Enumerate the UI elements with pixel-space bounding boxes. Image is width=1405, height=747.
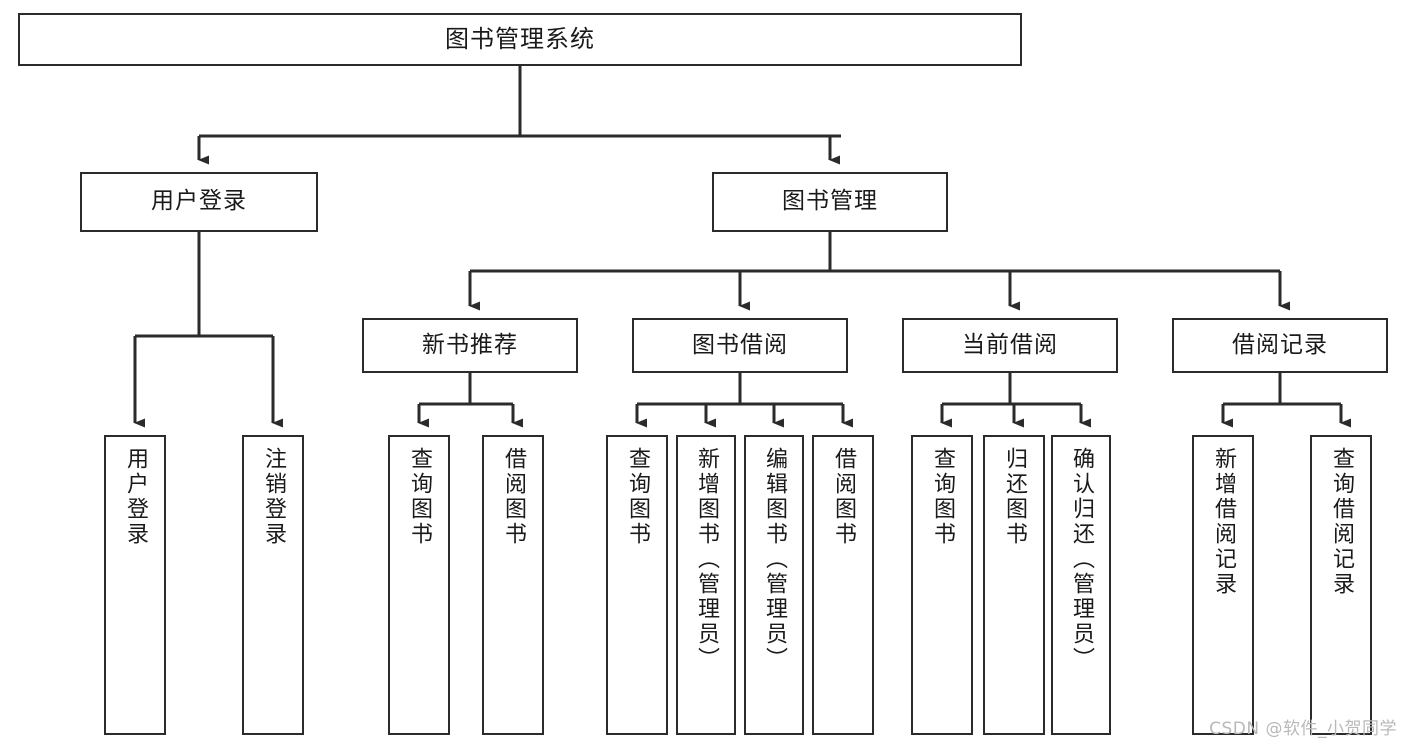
- node-leaf-query-record[interactable]: 查询借阅记录: [1310, 435, 1372, 735]
- node-leaf-add-book-label: 新增图书（管理员）: [693, 447, 719, 672]
- node-root-label: 图书管理系统: [445, 25, 595, 54]
- node-borrow-record[interactable]: 借阅记录: [1172, 318, 1388, 373]
- node-leaf-query-record-label: 查询借阅记录: [1328, 447, 1354, 597]
- node-new-book-recommend-label: 新书推荐: [422, 331, 518, 358]
- node-leaf-return-book-label: 归还图书: [1001, 447, 1027, 547]
- node-leaf-user-login-label: 用户登录: [122, 447, 148, 547]
- node-root[interactable]: 图书管理系统: [18, 13, 1022, 66]
- node-leaf-add-record-label: 新增借阅记录: [1210, 447, 1236, 597]
- node-user-login-label: 用户登录: [151, 188, 247, 215]
- node-book-borrow[interactable]: 图书借阅: [632, 318, 848, 373]
- node-leaf-user-login[interactable]: 用户登录: [104, 435, 166, 735]
- node-leaf-query-book-1[interactable]: 查询图书: [388, 435, 450, 735]
- node-leaf-confirm-return-label: 确认归还（管理员）: [1068, 447, 1094, 672]
- node-borrow-record-label: 借阅记录: [1232, 331, 1328, 358]
- node-leaf-query-book-1-label: 查询图书: [406, 447, 432, 547]
- node-current-borrow[interactable]: 当前借阅: [902, 318, 1118, 373]
- node-book-manage-label: 图书管理: [782, 188, 878, 215]
- node-book-borrow-label: 图书借阅: [692, 331, 788, 358]
- watermark-text: CSDN @软件_小贺同学: [1209, 719, 1397, 739]
- node-leaf-add-book[interactable]: 新增图书（管理员）: [676, 435, 736, 735]
- node-leaf-borrow-book-1-label: 借阅图书: [500, 447, 526, 547]
- node-leaf-add-record[interactable]: 新增借阅记录: [1192, 435, 1254, 735]
- node-leaf-query-book-3-label: 查询图书: [929, 447, 955, 547]
- node-leaf-query-book-2-label: 查询图书: [624, 447, 650, 547]
- node-leaf-confirm-return[interactable]: 确认归还（管理员）: [1051, 435, 1111, 735]
- node-leaf-user-logout[interactable]: 注销登录: [242, 435, 304, 735]
- node-leaf-edit-book[interactable]: 编辑图书（管理员）: [744, 435, 804, 735]
- node-leaf-borrow-book-1[interactable]: 借阅图书: [482, 435, 544, 735]
- node-leaf-borrow-book-2-label: 借阅图书: [830, 447, 856, 547]
- node-leaf-query-book-3[interactable]: 查询图书: [911, 435, 973, 735]
- node-leaf-borrow-book-2[interactable]: 借阅图书: [812, 435, 874, 735]
- node-current-borrow-label: 当前借阅: [962, 331, 1058, 358]
- node-leaf-user-logout-label: 注销登录: [260, 447, 286, 547]
- node-leaf-query-book-2[interactable]: 查询图书: [606, 435, 668, 735]
- node-leaf-return-book[interactable]: 归还图书: [983, 435, 1045, 735]
- node-user-login[interactable]: 用户登录: [80, 172, 318, 232]
- node-new-book-recommend[interactable]: 新书推荐: [362, 318, 578, 373]
- node-book-manage[interactable]: 图书管理: [712, 172, 948, 232]
- node-leaf-edit-book-label: 编辑图书（管理员）: [761, 447, 787, 672]
